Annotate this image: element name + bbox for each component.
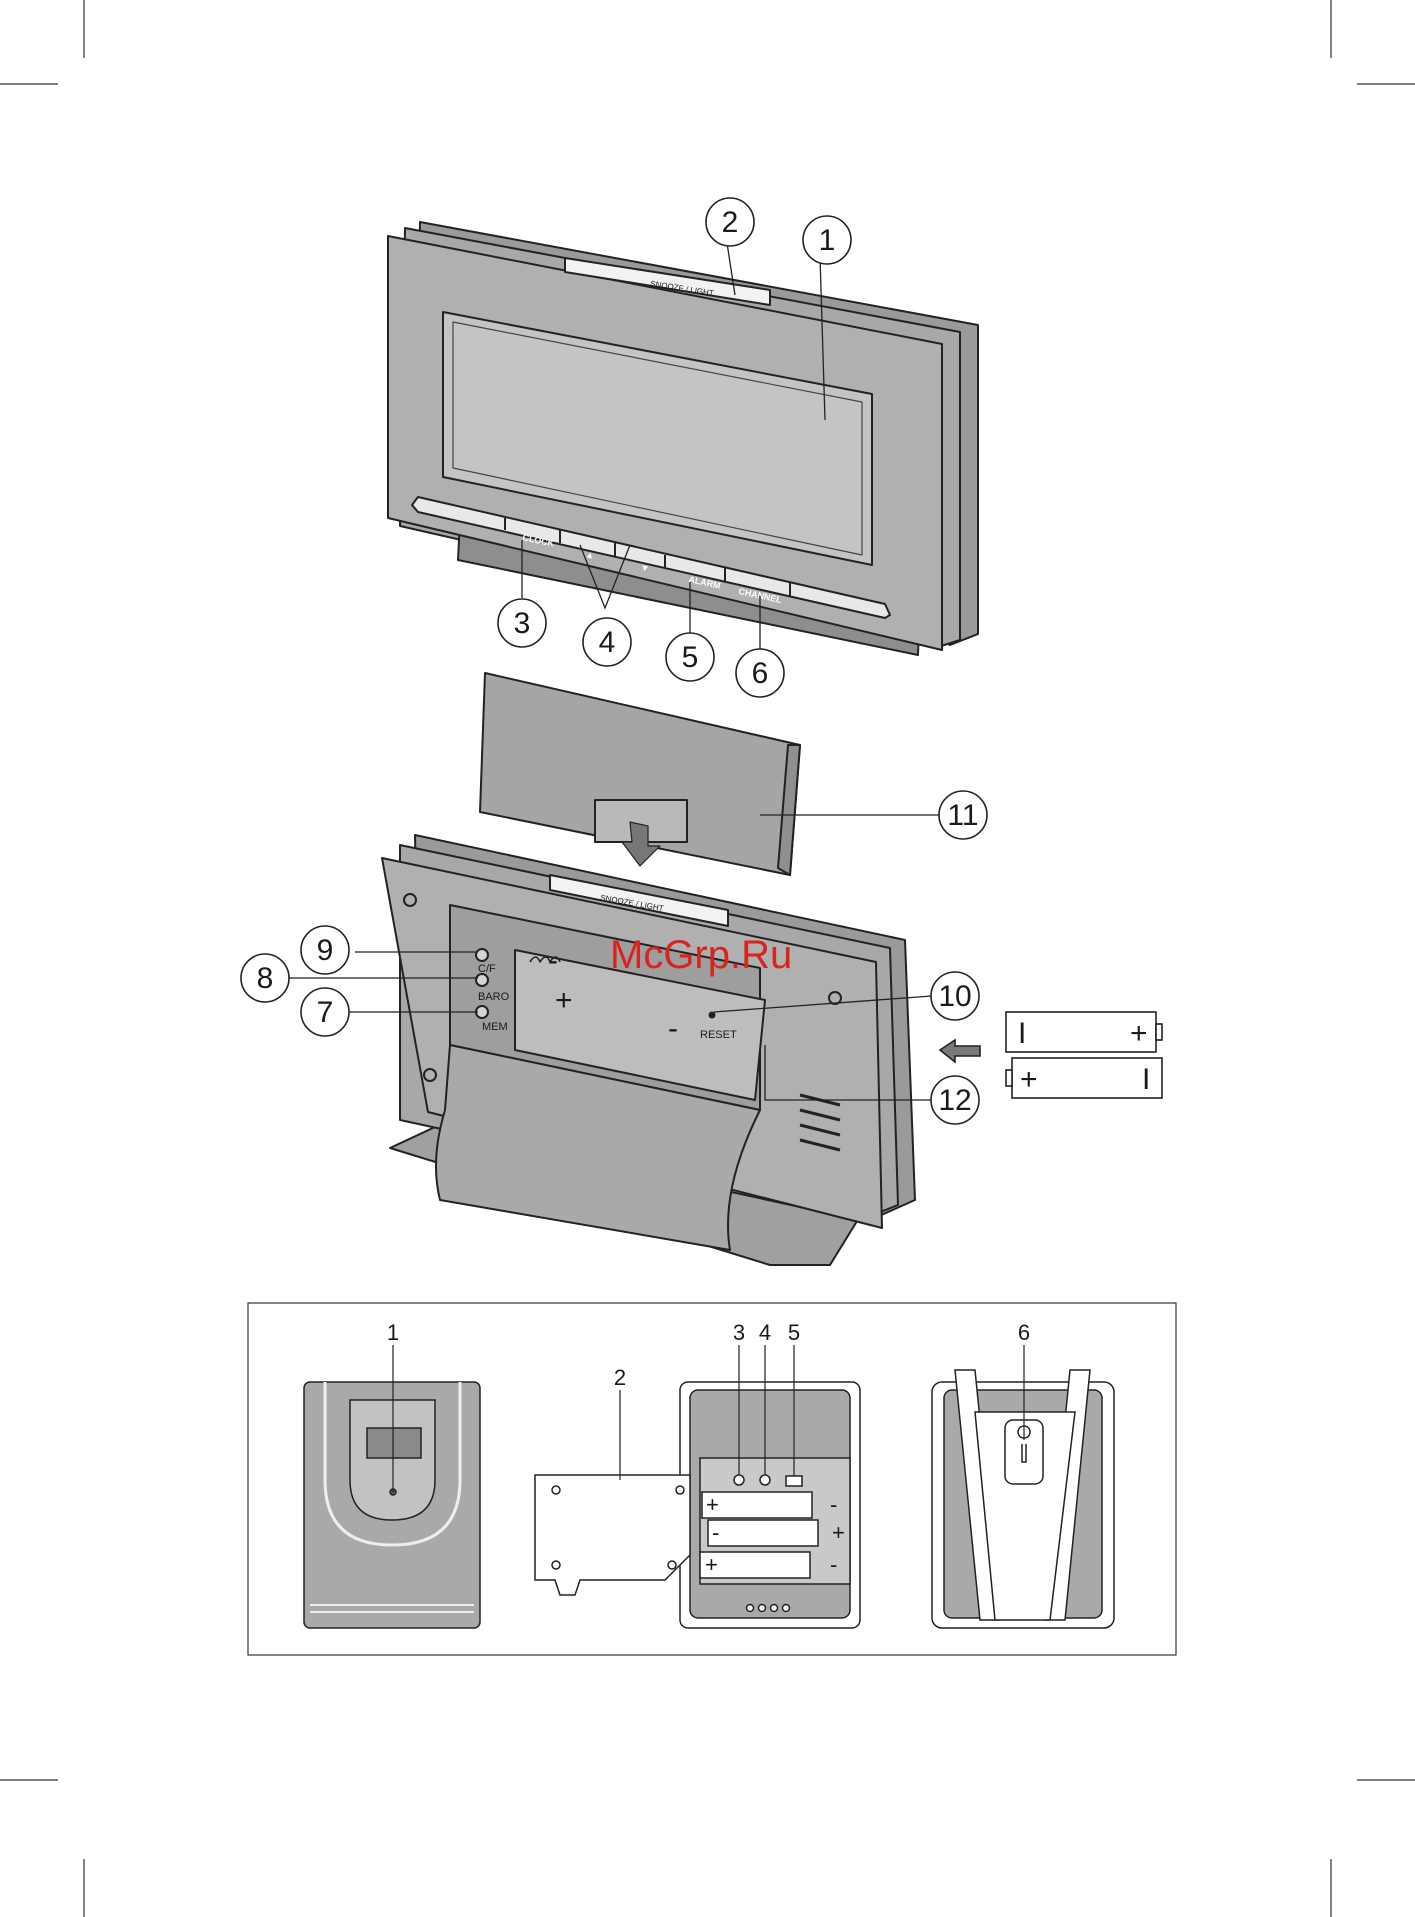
callout-6: 6 — [752, 657, 769, 690]
sensor-sign: - — [712, 1520, 719, 1545]
sensor-bracket — [932, 1370, 1114, 1628]
watermark: McGrp.Ru — [610, 933, 792, 977]
sensor-back — [535, 1382, 860, 1628]
side-button-cf: C/F — [478, 963, 496, 975]
callout-11: 11 — [947, 799, 978, 832]
sensor-label-6: 6 — [1018, 1320, 1030, 1345]
sensor-sign: + — [705, 1552, 718, 1577]
side-button-mem: MEM — [482, 1021, 508, 1033]
callout-2: 2 — [722, 206, 739, 239]
sensor-label-2: 2 — [614, 1365, 626, 1390]
callout-7: 7 — [317, 996, 334, 1029]
battery-plus-sign: + — [555, 984, 573, 1017]
battery-minus-sign-top: - — [548, 944, 558, 977]
sensor-panel-numbers: 1 2 3 4 5 6 — [387, 1320, 1030, 1390]
sensor-front — [304, 1382, 480, 1628]
reset-label: RESET — [700, 1029, 737, 1041]
side-button-baro: BARO — [478, 991, 510, 1003]
battery-cover — [480, 673, 800, 875]
sensor-label-3: 3 — [733, 1320, 745, 1345]
callout-9: 9 — [317, 934, 334, 967]
battery-2-left: + — [1020, 1063, 1038, 1096]
callout-12: 12 — [938, 1084, 971, 1117]
back-view-device — [382, 835, 915, 1265]
battery-1-left: I — [1018, 1017, 1026, 1050]
callout-8: 8 — [257, 962, 274, 995]
callout-3: 3 — [514, 607, 531, 640]
sensor-sign: + — [706, 1492, 719, 1517]
callout-10: 10 — [938, 980, 971, 1013]
battery-minus-sign: - — [668, 1012, 678, 1045]
sensor-label-1: 1 — [387, 1320, 399, 1345]
callout-1: 1 — [819, 224, 836, 257]
battery-1-right: + — [1130, 1017, 1148, 1050]
sensor-sign: - — [830, 1552, 837, 1577]
sensor-sign: - — [830, 1492, 837, 1517]
callout-5: 5 — [682, 641, 699, 674]
sensor-label-4: 4 — [759, 1320, 771, 1345]
battery-2-right: I — [1142, 1063, 1150, 1096]
callout-4: 4 — [599, 626, 616, 659]
sensor-sign: + — [832, 1520, 845, 1545]
sensor-label-5: 5 — [788, 1320, 800, 1345]
